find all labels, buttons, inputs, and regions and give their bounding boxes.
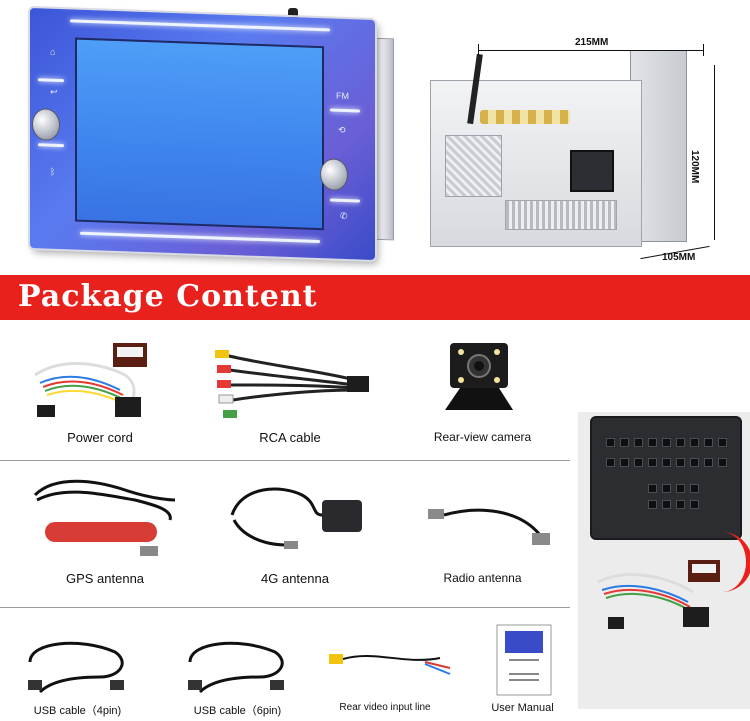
width-dimension-label: 215MM [575,37,609,48]
item-label-user-manual: User Manual [491,702,554,714]
rca-cable-image [215,350,369,418]
item-label-4g-antenna: 4G antenna [261,571,329,586]
divider-row-1 [0,460,570,461]
gps-antenna-image [33,479,176,556]
4g-antenna-image [230,487,362,549]
main-connector-port [570,150,614,192]
item-label-rear-view-camera: Rear-view camera [433,430,532,444]
user-manual-image [496,624,552,696]
led-strip-top [70,19,330,32]
back-icon: ↩ [50,86,58,97]
harness-connector-image [590,416,742,540]
width-tick-left [478,44,479,56]
head-unit-front-image: ⌂ ↩ ᛒ FM ⟲ ✆ [30,7,394,261]
cooling-fan [445,135,502,197]
rear-view-camera-image [445,343,513,410]
tune-icon: ⟲ [338,124,346,135]
width-tick-right [703,44,704,56]
harness-power-cord-image [597,560,720,629]
bluetooth-icon: ᛒ [50,166,56,177]
display-screen [75,37,324,231]
led-strip-right-1 [330,108,360,113]
item-label-rca-cable: RCA cable [259,430,321,445]
led-strip-left-1 [38,78,64,83]
radio-antenna-image [428,508,550,545]
width-dimension-line [478,50,703,51]
height-dimension-label: 120MM [689,150,700,184]
head-unit-back-image [410,40,690,255]
phone-icon: ✆ [340,210,348,222]
item-label-gps-antenna: GPS antenna [65,571,145,586]
depth-dimension-label: 105MM [662,252,696,263]
fm-label: FM [336,90,349,102]
usb-cable-4pin-image [28,641,124,694]
red-arrow-icon [716,532,750,592]
led-strip-bottom [80,231,320,244]
head-unit-bezel: ⌂ ↩ ᛒ FM ⟲ ✆ [30,7,375,261]
volume-knob-icon [32,108,60,142]
item-label-usb-cable-6pin: USB cable（6pin) [193,705,282,717]
tune-knob-icon [320,158,348,192]
item-label-rear-video-input-line: Rear video input line [339,702,431,713]
item-label-radio-antenna: Radio antenna [443,571,522,585]
package-content-banner: Package Content [0,275,750,320]
divider-row-2 [0,607,570,608]
usb-cable-6pin-image [188,641,284,694]
item-label-usb-cable-4pin: USB cable（4pin) [33,705,122,717]
rear-video-input-line-image [329,654,451,675]
led-strip-right-2 [330,198,360,203]
height-dimension-line [714,65,715,240]
led-strip-left-2 [38,143,64,148]
home-icon: ⌂ [50,46,56,57]
rca-jacks [480,110,570,124]
harness-detail-panel [578,412,750,709]
vent-grille [505,200,617,230]
power-cord-image [34,343,147,417]
banner-title: Package Content [18,279,318,314]
item-label-power-cord: Power cord [67,430,133,445]
